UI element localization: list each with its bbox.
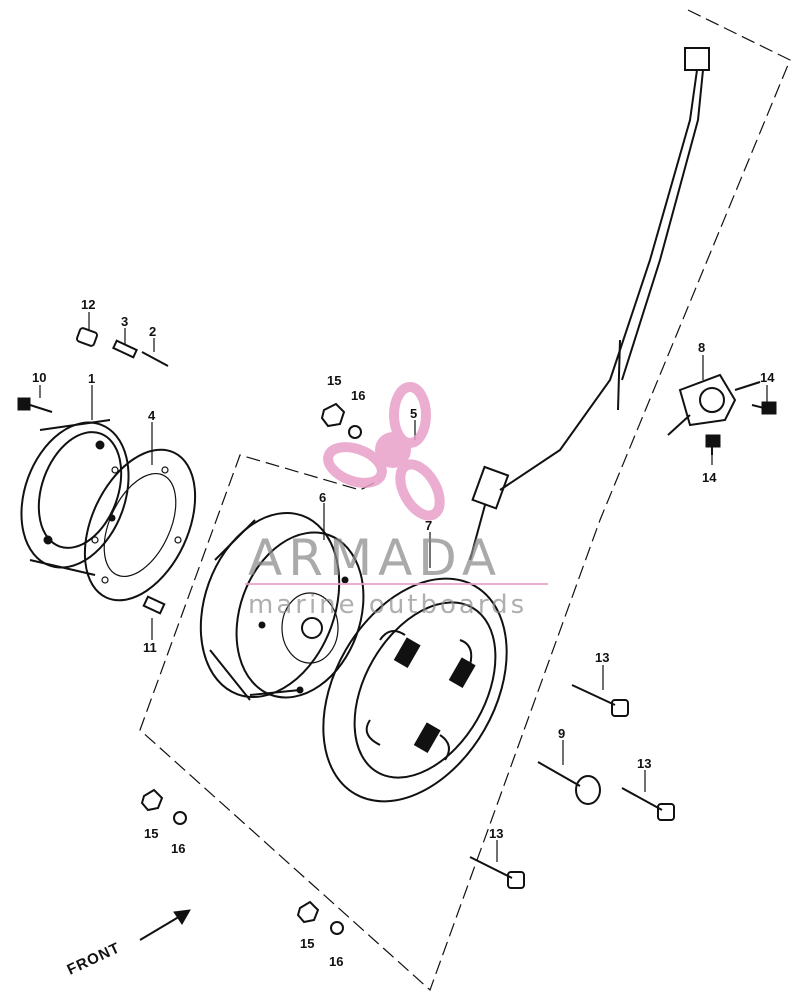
part-13-bolt-c — [469, 856, 525, 889]
part-16-washer-a — [348, 425, 362, 439]
callout-13-b: 13 — [637, 756, 651, 771]
part-7-stator — [322, 577, 508, 803]
part-14-bolt-b — [705, 434, 721, 455]
assembly-boundary — [139, 9, 791, 992]
part-2-pin — [141, 351, 169, 367]
callout-11: 11 — [143, 640, 157, 655]
callout-4: 4 — [148, 408, 156, 423]
part-15-nut-a — [320, 402, 346, 428]
part-8-pulse-generator — [667, 373, 761, 436]
callout-15-c: 15 — [300, 936, 314, 951]
callout-14-b: 14 — [702, 470, 717, 485]
callout-13-c: 13 — [489, 826, 503, 841]
callout-15-b: 15 — [144, 826, 158, 841]
callout-10: 10 — [32, 370, 46, 385]
part-1-rotor-cover — [20, 419, 130, 576]
propeller-logo-icon — [323, 382, 445, 521]
front-arrow-icon: FRONT — [65, 909, 191, 979]
part-6-flywheel-rotor — [199, 512, 365, 701]
part-16-washer-b — [173, 811, 187, 825]
part-12-dowel — [75, 327, 99, 347]
callout-9: 9 — [558, 726, 565, 741]
callout-labels: 12 3 2 10 1 4 11 15 16 5 6 7 8 14 14 13 … — [32, 297, 775, 969]
callout-12: 12 — [81, 297, 95, 312]
front-label: FRONT — [65, 939, 124, 978]
callout-7: 7 — [425, 518, 432, 533]
part-16-washer-c — [330, 921, 344, 935]
watermark-word: ARMADA — [248, 529, 502, 587]
part-15-nut-b — [140, 788, 164, 812]
part-3-pin — [112, 339, 138, 359]
callout-8: 8 — [698, 340, 705, 355]
callout-14-a: 14 — [760, 370, 775, 385]
callout-16-a: 16 — [351, 388, 365, 403]
callout-15-a: 15 — [327, 373, 341, 388]
part-13-bolt-a — [571, 684, 629, 717]
callout-6: 6 — [319, 490, 326, 505]
part-14-bolt-a — [751, 401, 777, 415]
callout-16-b: 16 — [171, 841, 185, 856]
leader-lines — [39, 312, 768, 862]
part-9-bolt — [537, 761, 601, 805]
callout-3: 3 — [121, 314, 128, 329]
watermark-subtitle: marine outboards — [248, 590, 527, 620]
callout-16-c: 16 — [329, 954, 343, 969]
part-4-gasket — [83, 448, 197, 602]
callout-1: 1 — [88, 371, 95, 386]
part-13-bolt-b — [621, 787, 675, 821]
wire-harness — [469, 47, 710, 561]
callout-2: 2 — [149, 324, 156, 339]
callout-13-a: 13 — [595, 650, 609, 665]
part-11-dowel — [142, 595, 166, 615]
watermark: ARMADA marine outboards — [245, 382, 548, 620]
part-15-nut-c — [296, 900, 320, 924]
callout-5: 5 — [410, 406, 417, 421]
part-10-bolt — [17, 397, 53, 413]
